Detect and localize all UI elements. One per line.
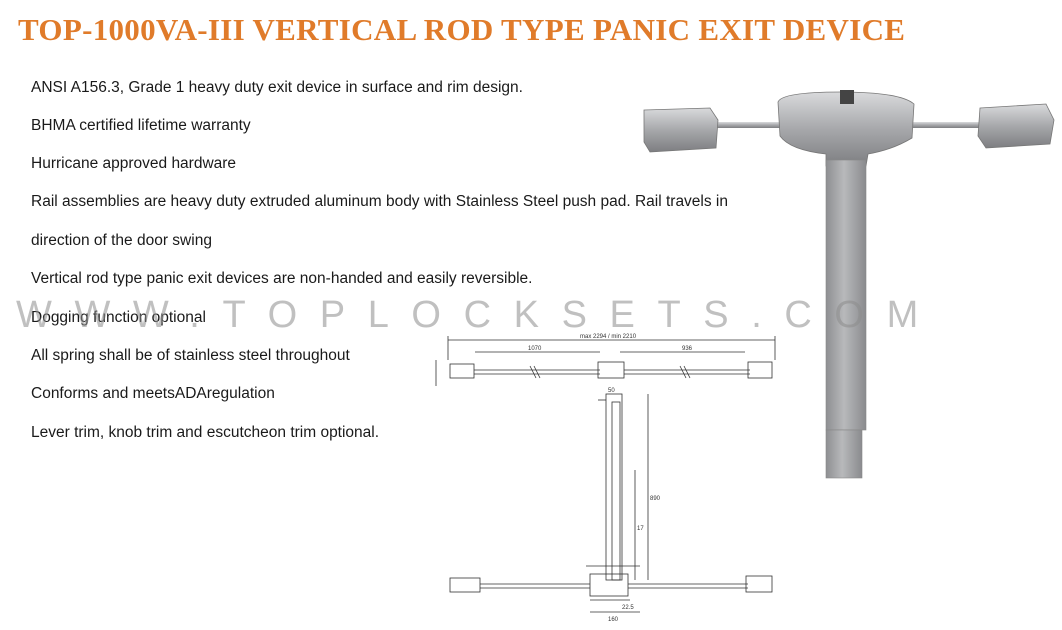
dim-right: 936 [682,346,693,352]
technical-drawing: max 2294 / min 2210 1070 936 50 890 17 2… [435,334,776,623]
feature-item: direction of the door swing [31,232,212,249]
right-end-cap [977,103,1055,149]
dim-side-top: 50 [608,388,615,394]
feature-item: BHMA certified lifetime warranty [31,117,251,134]
feature-item: Vertical rod type panic exit devices are… [31,270,533,287]
feature-item: All spring shall be of stainless steel t… [31,347,350,364]
dogging-key [840,90,854,104]
dim-side-low: 17 [637,526,644,532]
feature-item: Hurricane approved hardware [31,155,237,172]
feature-item: Dogging function optional [31,309,206,326]
dim-bottom-1: 22.5 [622,605,634,611]
feature-item: ANSI A156.3, Grade 1 heavy duty exit dev… [31,79,523,96]
vertical-body [825,159,867,431]
page-title: TOP-1000VA-III VERTICAL ROD TYPE PANIC E… [18,12,906,47]
feature-item: Conforms and meetsADAregulation [31,385,275,402]
feature-item: Lever trim, knob trim and escutcheon tri… [31,424,380,441]
dim-overall: max 2294 / min 2210 [580,334,637,340]
product-photo [643,90,1055,479]
feature-item: Rail assemblies are heavy duty extruded … [31,193,728,210]
dim-side-mid: 890 [650,496,661,502]
center-head [777,91,915,167]
dim-left: 1070 [528,346,542,352]
vertical-rod-end [825,429,863,479]
dim-bottom-2: 160 [608,617,619,623]
left-end-cap [643,107,719,153]
